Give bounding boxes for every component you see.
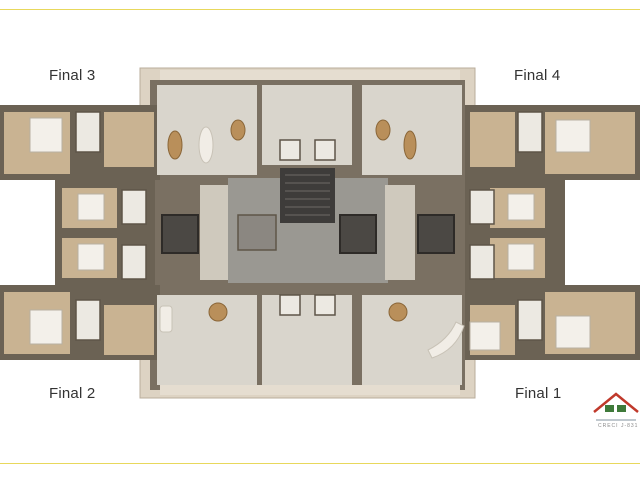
- passage-left: [200, 185, 228, 280]
- bath-12: [314, 294, 336, 316]
- stair-core: [280, 168, 335, 223]
- bed-mid-left-a: [77, 193, 105, 221]
- sofa-final1: [427, 321, 465, 359]
- corridor-top: [262, 85, 352, 165]
- bath-4: [517, 299, 543, 341]
- sofa-final2: [159, 305, 173, 333]
- label-final-1: Final 1: [515, 385, 562, 402]
- bed-final1: [555, 315, 591, 349]
- passage-right: [385, 185, 415, 280]
- elevator-left: [161, 214, 199, 254]
- elevator-center-left: [339, 214, 377, 254]
- bath-5: [121, 189, 147, 225]
- house-roof-icon: [593, 392, 639, 421]
- balcony-bottom: [160, 385, 460, 395]
- logo-text: CRECI J-831: [598, 423, 639, 429]
- dining-table-final2: [208, 302, 228, 322]
- bath-10: [314, 139, 336, 161]
- label-final-3: Final 3: [49, 67, 96, 84]
- elevator-right: [417, 214, 455, 254]
- bed-final2: [29, 309, 63, 345]
- bath-9: [279, 139, 301, 161]
- bed-final3: [29, 117, 63, 153]
- dining-table-final4-b: [403, 130, 417, 160]
- bath-2: [75, 299, 101, 341]
- label-final-4: Final 4: [514, 67, 561, 84]
- dining-table-final4: [375, 119, 391, 141]
- bedroom-final2-b: [104, 305, 154, 355]
- bath-8: [469, 244, 495, 280]
- bath-1: [75, 111, 101, 153]
- bed-mid-right-a: [507, 193, 535, 221]
- bedroom-final3-b: [104, 112, 154, 167]
- bottom-divider-line: [0, 463, 640, 464]
- bed-mid-right-b: [507, 243, 535, 271]
- shaft-center: [237, 214, 277, 251]
- bath-6: [121, 244, 147, 280]
- balcony-top: [160, 70, 460, 80]
- bed-final1-b: [469, 321, 501, 351]
- corridor-bottom: [262, 295, 352, 385]
- dining-table-final3-b: [230, 119, 246, 141]
- dining-table-final1: [388, 302, 408, 322]
- bedroom-final4-b: [470, 112, 515, 167]
- bath-11: [279, 294, 301, 316]
- bed-mid-left-b: [77, 243, 105, 271]
- sofa-final3: [198, 126, 214, 164]
- dining-table-final3: [167, 130, 183, 160]
- top-divider-line: [0, 9, 640, 10]
- bath-7: [469, 189, 495, 225]
- label-final-2: Final 2: [49, 385, 96, 402]
- bath-3: [517, 111, 543, 153]
- bed-final4: [555, 119, 591, 153]
- living-final2: [157, 295, 257, 385]
